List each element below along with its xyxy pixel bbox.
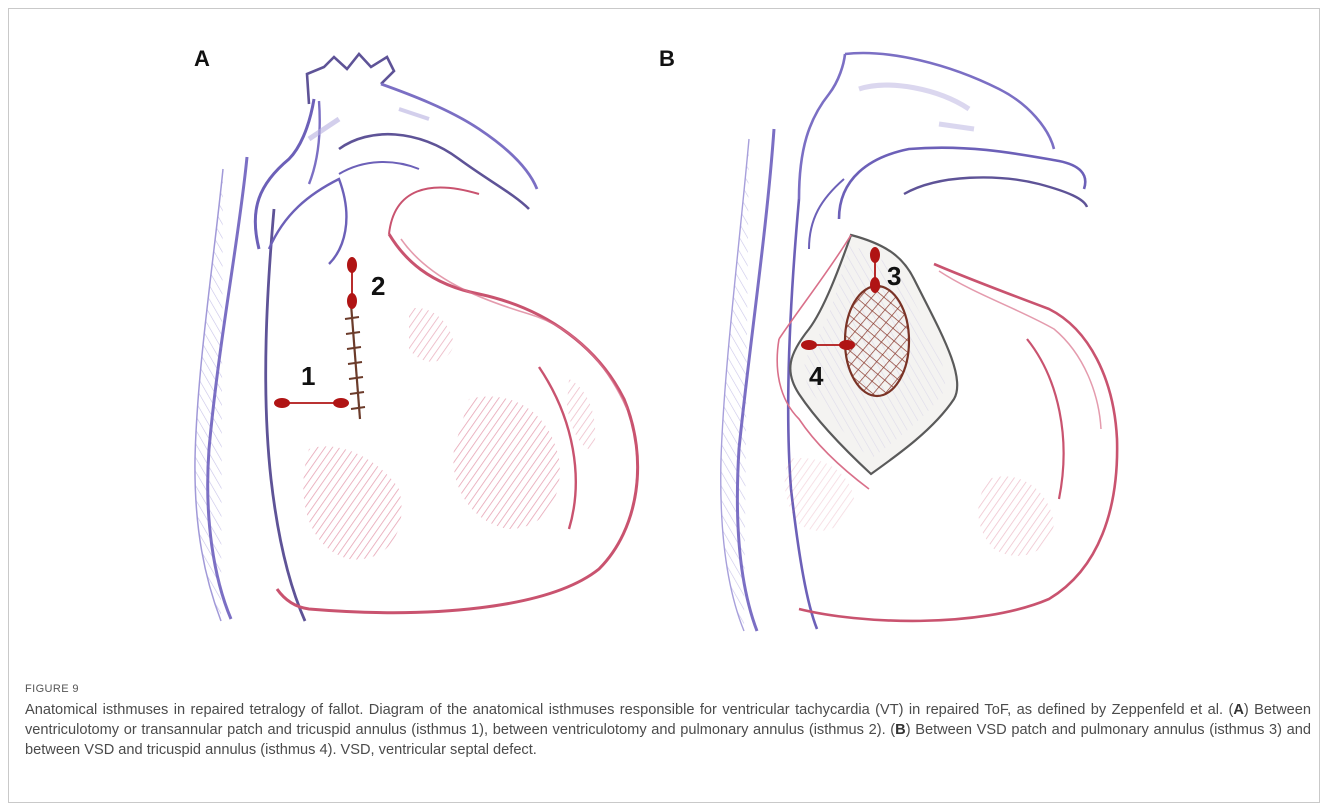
caption-text: Anatomical isthmuses in repaired tetralo… (25, 700, 1311, 760)
caption-text-part-1: Diagram of the anatomical isthmuses resp… (363, 702, 1233, 718)
panel-label-a: A (194, 46, 210, 72)
caption-ref-b: B (895, 722, 906, 738)
figure-illustration: A B 1 2 3 4 (9, 9, 1321, 649)
caption-title: Anatomical isthmuses in repaired tetralo… (25, 702, 363, 718)
isthmus-label-4: 4 (809, 361, 823, 392)
panel-b-heart (721, 53, 1117, 631)
caption-ref-a: A (1233, 702, 1244, 718)
isthmus-label-3: 3 (887, 261, 901, 292)
panel-label-b: B (659, 46, 675, 72)
heart-diagrams (9, 9, 1321, 649)
figure-caption: FIGURE 9 Anatomical isthmuses in repaire… (25, 683, 1311, 760)
isthmus-label-1: 1 (301, 361, 315, 392)
figure-number: FIGURE 9 (25, 683, 1311, 695)
isthmus-label-2: 2 (371, 271, 385, 302)
panel-a-heart (195, 54, 638, 621)
figure-frame: A B 1 2 3 4 FIGURE 9 Anatomical isthmuse… (8, 8, 1320, 803)
